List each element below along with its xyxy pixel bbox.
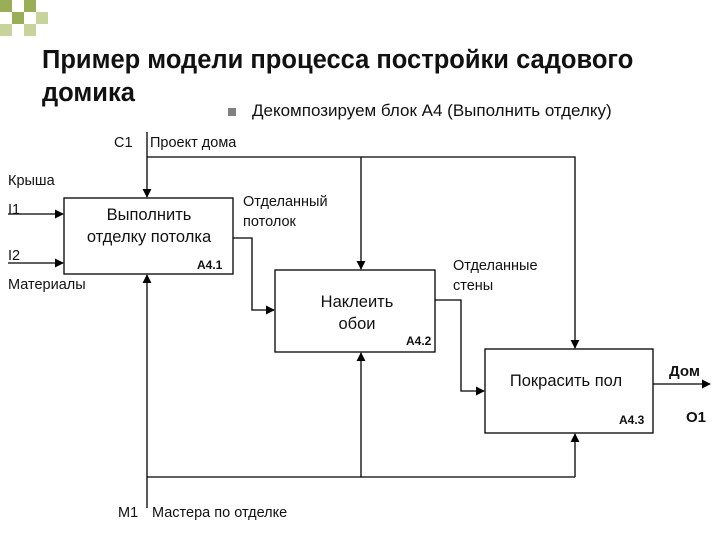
output-label: Дом [669,363,700,380]
block-a43-code: А4.3 [619,413,645,427]
block-a41 [63,197,234,275]
arrow-walls-label: Отделанные стены [453,258,538,294]
input-i1-code: I1 [8,202,21,218]
mechanism-label: Мастера по отделке [152,505,288,521]
block-a41-label: Выполнить отделку потолка [86,206,212,246]
block-a43 [484,348,654,434]
block-a41-code: А4.1 [197,258,223,272]
control-line [147,156,580,349]
input-roof-label: Крыша [8,173,55,189]
control-code: C1 [114,135,133,151]
output-code: O1 [686,409,707,426]
block-a42 [274,269,436,353]
page-title: Пример модели процесса постройки садовог… [42,46,634,107]
block-a42-code: А4.2 [406,334,432,348]
input-materials-label: Материалы [8,277,86,293]
block-a43-label: Покрасить пол [509,372,623,390]
decorative-corner [0,0,60,48]
control-label: Проект дома [150,135,237,151]
arrow-ceiling [233,237,275,315]
mechanism-code: M1 [118,505,139,521]
arrow-walls [435,299,485,396]
subtitle: Декомпозируем блок А4 (Выполнить отделку… [252,101,612,120]
bullet-marker [228,108,236,116]
block-a42-label: Наклеить обои [320,293,394,333]
arrow-ceiling-label: Отделанный потолок [243,194,328,230]
input-i2-code: I2 [8,248,21,264]
